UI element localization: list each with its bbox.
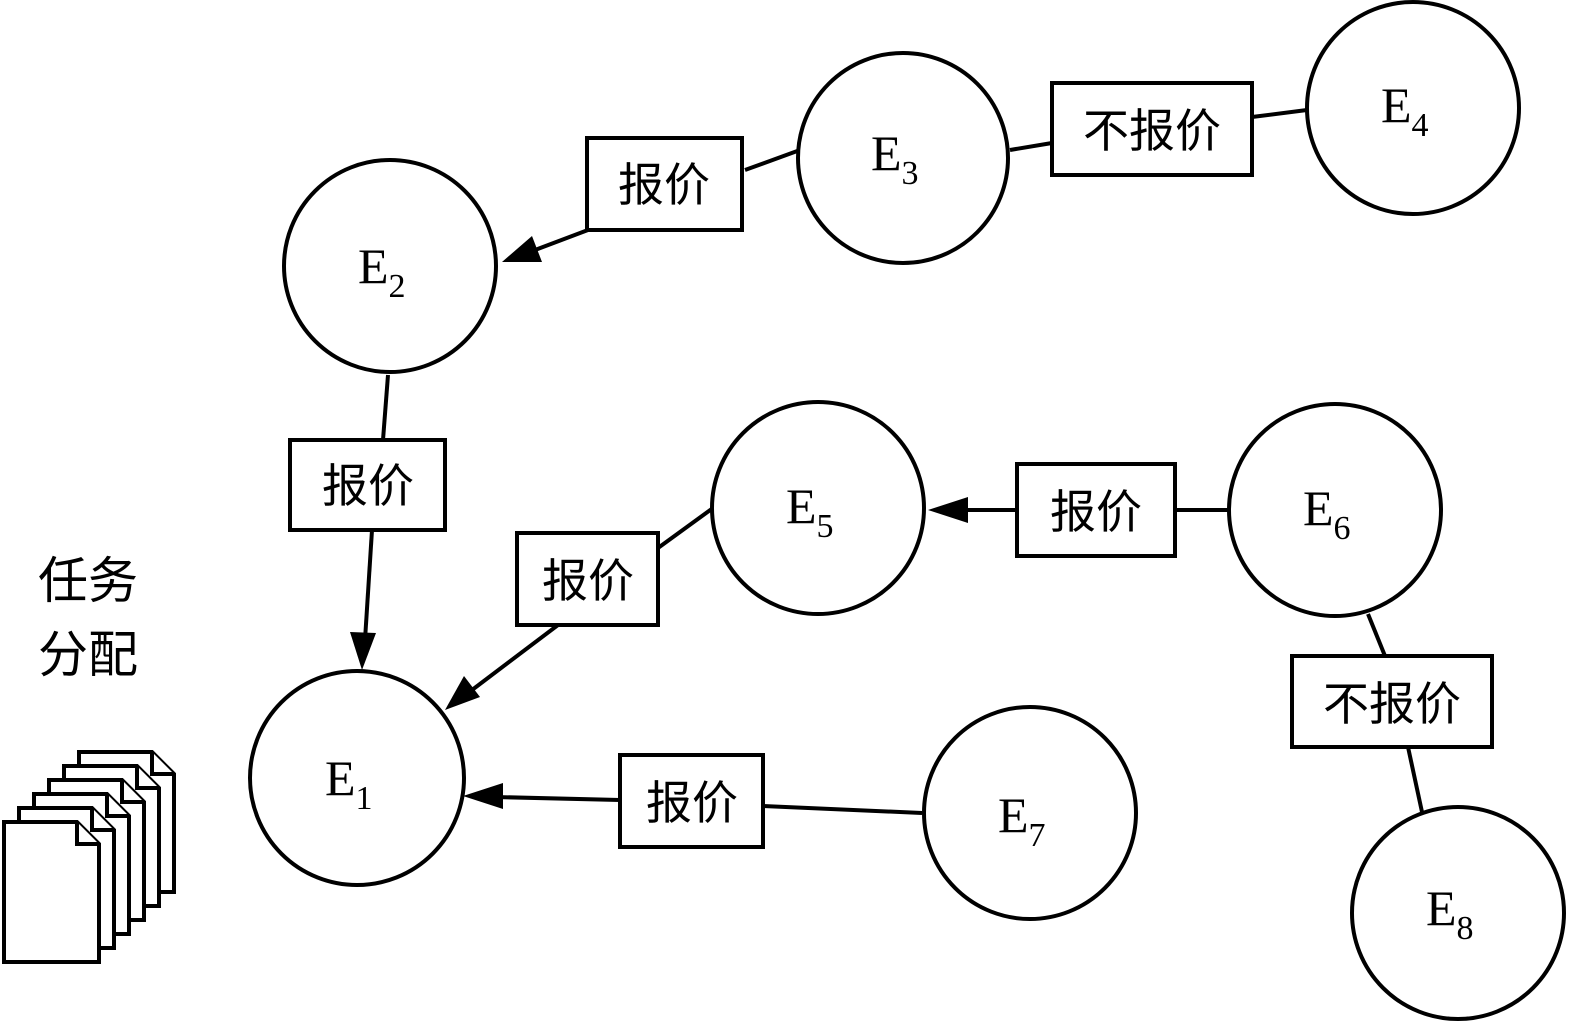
edge-e7-e1: 报价 xyxy=(463,753,923,849)
page-fold-icon xyxy=(105,794,129,818)
arrowhead-icon xyxy=(350,632,376,670)
node-e2: E2 xyxy=(282,158,498,374)
page-fold-icon xyxy=(75,822,99,846)
page-fold-icon xyxy=(150,752,174,776)
title-line-1: 任务 xyxy=(38,552,138,610)
edge-label-box xyxy=(515,531,660,627)
task-allocation-label: 任务 分配 xyxy=(38,552,138,684)
edge-label-box xyxy=(618,753,765,849)
svg-text:E1: E1 xyxy=(325,750,373,817)
page-fold-icon xyxy=(90,808,114,832)
svg-text:E2: E2 xyxy=(358,238,406,305)
edge-label: 报价 xyxy=(646,776,738,830)
svg-text:E6: E6 xyxy=(1303,480,1351,547)
title-line-2: 分配 xyxy=(38,626,138,684)
edge-label-box xyxy=(1050,81,1254,177)
arrowhead-icon xyxy=(445,676,480,710)
page-fold-icon xyxy=(120,780,144,804)
arrowhead-icon xyxy=(502,236,542,262)
edge-label: 报价 xyxy=(542,554,634,608)
edge-e3-e2: 报价 xyxy=(502,136,801,262)
svg-text:E8: E8 xyxy=(1426,880,1474,947)
edge-label: 报价 xyxy=(618,158,710,212)
node-e1: E1 xyxy=(248,669,466,887)
edge-label: 不报价 xyxy=(1083,104,1221,158)
edge-label-box xyxy=(585,136,744,232)
svg-text:E3: E3 xyxy=(871,125,919,192)
edge-label: 报价 xyxy=(1050,485,1142,539)
svg-text:E5: E5 xyxy=(786,478,834,545)
node-e3: E3 xyxy=(796,51,1010,265)
document-stack-icon xyxy=(2,750,176,964)
page-fold-icon xyxy=(135,766,159,790)
edge-e2-e1: 报价 xyxy=(288,374,447,670)
arrowhead-icon xyxy=(463,783,503,809)
edge-label: 不报价 xyxy=(1323,677,1461,731)
arrowhead-icon xyxy=(928,497,968,523)
node-e8: E8 xyxy=(1350,805,1566,1021)
node-e6: E6 xyxy=(1227,402,1443,618)
edge-label: 报价 xyxy=(322,459,414,513)
svg-text:E4: E4 xyxy=(1381,77,1429,144)
edge-label-box xyxy=(1015,462,1177,558)
edge-e8-e6: 不报价 xyxy=(1290,613,1494,813)
edge-e5-e1: 报价 xyxy=(445,506,715,710)
edge-e6-e5: 报价 xyxy=(928,462,1228,558)
node-e5: E5 xyxy=(710,400,926,616)
edge-e4-e3: 不报价 xyxy=(1009,81,1308,177)
edge-label-box xyxy=(288,438,447,532)
edge-label-box xyxy=(1290,654,1494,749)
node-e7: E7 xyxy=(922,705,1138,921)
document-page-icon xyxy=(2,820,101,964)
svg-text:E7: E7 xyxy=(998,787,1046,854)
node-e4: E4 xyxy=(1305,0,1521,216)
